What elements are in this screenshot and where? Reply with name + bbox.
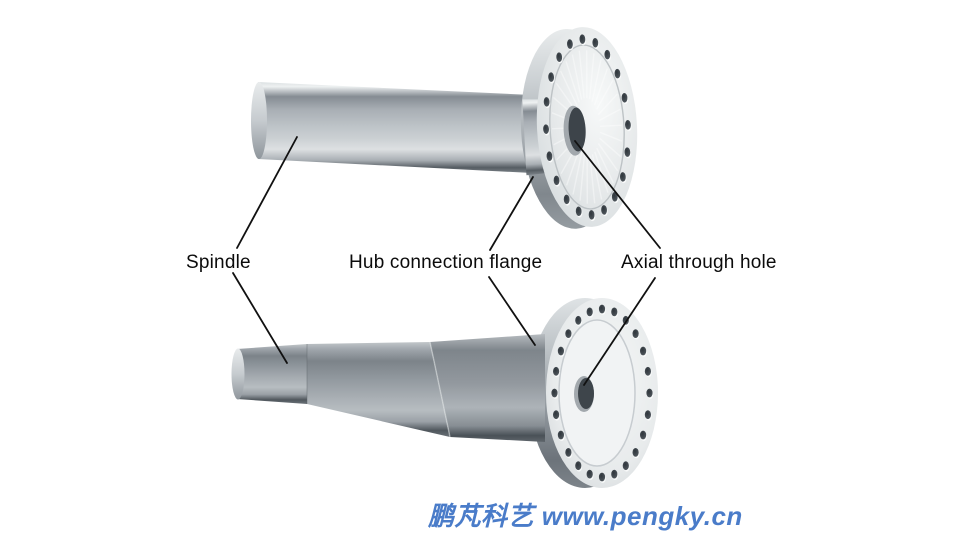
label-spindle: Spindle (186, 252, 251, 273)
bottom-flange-inner-disc (558, 319, 636, 467)
bottom-spindle-shaft-large (430, 334, 545, 442)
leader-hub-flange-to-bottom-flange (488, 276, 536, 346)
top-flange-bolt-holes (543, 34, 632, 222)
leader-spindle-to-top-shaft (236, 136, 298, 249)
bottom-shaft-cone-seam (429, 341, 451, 438)
top-spindle-shaft (258, 82, 532, 173)
bottom-spindle-shaft-cone (307, 342, 450, 437)
bottom-spindle-figure (231, 298, 658, 488)
top-spindle-figure (251, 27, 638, 229)
watermark-pengky: 鹏芃科艺 www.pengky.cn (428, 501, 743, 531)
top-spindle-shaft-end-cap (251, 82, 267, 159)
top-axial-hole (568, 107, 586, 152)
leader-hub-flange-to-top-flange (489, 176, 534, 251)
leader-axial-hole-to-bottom-hole (583, 277, 656, 386)
bottom-flange-bolt-holes (551, 304, 654, 483)
top-flange-face (536, 27, 638, 227)
leader-axial-hole-to-top-hole (574, 140, 661, 249)
label-hub-connection-flange: Hub connection flange (349, 252, 543, 273)
bottom-spindle-shaft-end-cap (231, 348, 245, 400)
bottom-spindle-shaft-small (237, 344, 307, 404)
bottom-axial-hole (578, 378, 594, 409)
leader-lines (232, 136, 661, 386)
leader-spindle-to-bottom-shaft (232, 272, 288, 364)
label-axial-through-hole: Axial through hole (621, 252, 777, 273)
